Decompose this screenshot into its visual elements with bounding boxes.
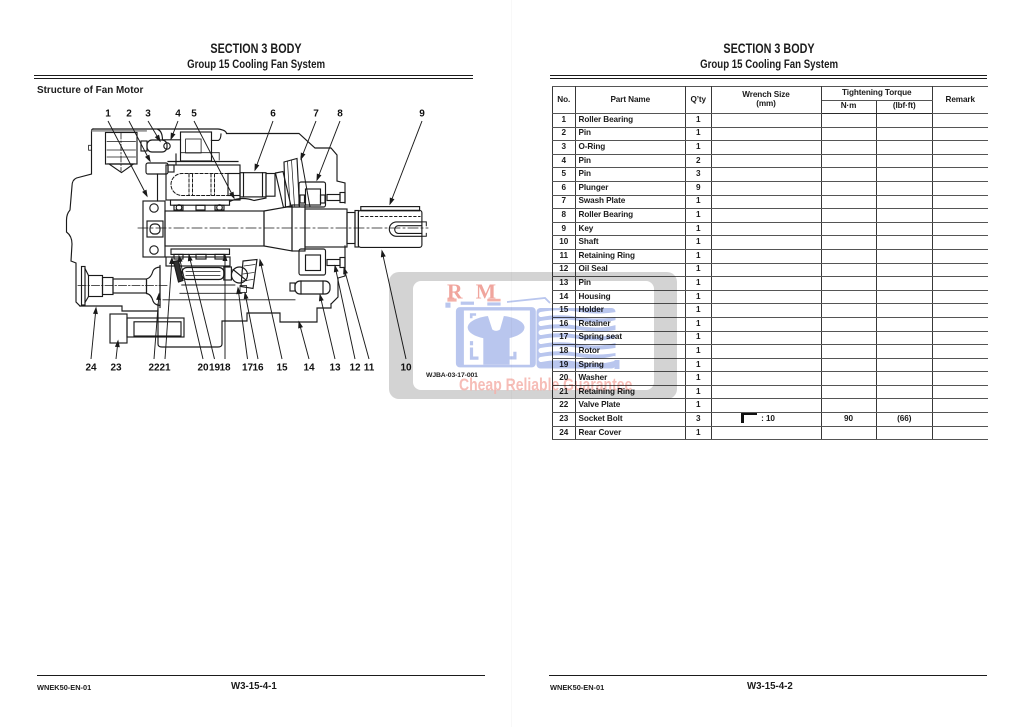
svg-text:14: 14	[303, 363, 315, 374]
svg-text:1: 1	[105, 109, 111, 120]
svg-text:22: 22	[148, 363, 160, 374]
svg-text:23: 23	[110, 363, 122, 374]
svg-text:12: 12	[349, 363, 361, 374]
svg-text:20: 20	[197, 363, 209, 374]
svg-text:19: 19	[209, 363, 221, 374]
svg-text:16: 16	[252, 363, 264, 374]
svg-text:17: 17	[242, 363, 254, 374]
svg-text:9: 9	[419, 109, 425, 120]
svg-text:11: 11	[364, 363, 375, 374]
svg-text:3: 3	[145, 109, 151, 120]
svg-text:4: 4	[175, 109, 181, 120]
svg-text:18: 18	[219, 363, 231, 374]
svg-text:6: 6	[270, 109, 276, 120]
svg-text:15: 15	[276, 363, 288, 374]
svg-text:13: 13	[329, 363, 341, 374]
svg-text:21: 21	[159, 363, 171, 374]
svg-text:7: 7	[313, 109, 319, 120]
svg-text:24: 24	[85, 363, 97, 374]
svg-text:Cheap Reliable Guarantee: Cheap Reliable Guarantee	[459, 376, 632, 395]
svg-text:5: 5	[191, 109, 197, 120]
svg-text:2: 2	[126, 109, 132, 120]
svg-text:8: 8	[337, 109, 343, 120]
